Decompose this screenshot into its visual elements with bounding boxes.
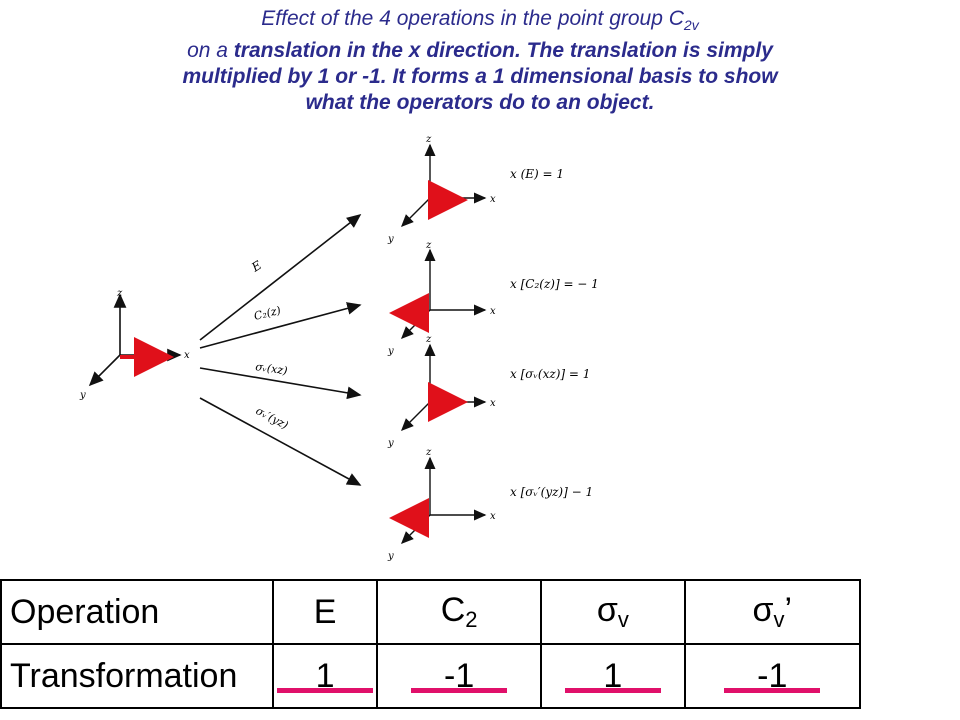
value-sigma-v-prime: -1 [683,643,862,709]
title-line-3: multiplied by 1 or -1. It forms a 1 dime… [182,65,778,89]
operation-arrow-sigma-v [199,367,362,400]
source-x-label: x [184,350,190,361]
title-subscript: 2v [683,17,699,34]
header-col-e: E [271,579,379,645]
table-row-transformation: Transformation 1 -1 1 -1 [0,643,862,709]
svg-text:x: x [490,194,496,205]
svg-text:z: z [425,447,432,458]
underline-sigma-v [564,688,661,693]
result-sigma-v: x [σᵥ(xz)] = 1 [510,367,590,381]
table-row-operation: Operation E C2 σv σv’ [0,579,862,645]
header-operation: Operation [0,579,274,645]
character-table: Operation E C2 σv σv’ Transformation 1 -… [0,579,862,709]
title-line-2: translation in the x direction. The tran… [233,39,773,63]
svg-text:y: y [387,234,394,245]
operation-label-c2: C₂(z) [253,304,283,323]
c2v-operations-diagram: z x y E C₂(z) σᵥ(xz) σᵥ′(yz) z x y x (E)… [79,134,599,562]
svg-text:z: z [425,134,432,145]
header-col-sigma-v-prime: σv’ [683,579,862,645]
operation-arrow-sigma-v-prime [199,397,362,486]
title-line-1: Effect of the 4 operations in the point … [261,7,684,30]
underline-c2 [411,688,508,693]
svg-text:x: x [490,306,496,317]
result-axes-sigma-v-prime: z x y x [σᵥ′(yz)] − 1 [387,447,593,562]
operation-arrow-e [199,214,362,341]
operation-arrows: E C₂(z) σᵥ(xz) σᵥ′(yz) [199,214,362,486]
result-axes-c2: z x y x [C₂(z)] = − 1 [387,240,599,357]
title-line-4: what the operators do to an object. [305,91,655,115]
source-z-label: z [116,288,123,299]
result-c2: x [C₂(z)] = − 1 [510,277,599,291]
operation-arrow-c2 [199,302,362,349]
operation-label-e: E [248,258,264,275]
value-c2: -1 [376,643,543,709]
operation-label-sigma-v-prime: σᵥ′(yz) [254,404,291,432]
result-axes-sigma-v: z x y x [σᵥ(xz)] = 1 [387,334,590,449]
result-sigma-v-prime: x [σᵥ′(yz)] − 1 [510,485,593,499]
header-col-c2: C2 [376,579,543,645]
header-transformation: Transformation [0,643,274,709]
header-col-sigma-v: σv [540,579,686,645]
underline-e [277,688,374,693]
underline-sigma-v-prime [724,688,821,693]
source-y-label: y [79,390,86,401]
result-axes-e: z x y x (E) = 1 [387,134,564,245]
title-line-2-prefix: on a [187,39,234,63]
svg-text:z: z [425,240,432,251]
svg-text:y: y [387,438,394,449]
svg-text:x: x [490,511,496,522]
result-e: x (E) = 1 [510,167,564,181]
value-sigma-v: 1 [540,643,686,709]
svg-text:x: x [490,398,496,409]
source-axes: z x y [79,288,190,401]
svg-text:y: y [387,551,394,562]
operation-label-sigma-v: σᵥ(xz) [255,360,289,377]
slide-title: Effect of the 4 operations in the point … [40,6,920,116]
value-e: 1 [271,643,379,709]
svg-text:y: y [387,346,394,357]
svg-text:z: z [425,334,432,345]
